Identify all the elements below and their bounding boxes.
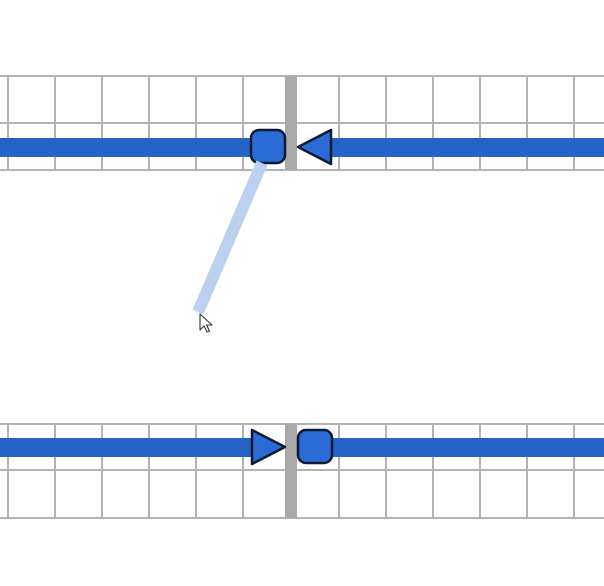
bottom-track-right[interactable]	[330, 438, 604, 457]
bottom-timeline	[0, 423, 604, 519]
top-square-node-icon[interactable]	[249, 128, 287, 165]
bottom-square-node-icon[interactable]	[296, 428, 334, 465]
top-track-right[interactable]	[328, 138, 604, 157]
drag-connection-line	[192, 160, 268, 315]
top-triangle-left-marker-icon[interactable]	[296, 128, 333, 166]
mouse-pointer-icon	[199, 313, 213, 333]
bottom-triangle-right-marker-icon[interactable]	[250, 428, 287, 466]
top-track-left[interactable]	[0, 138, 252, 157]
top-timeline	[0, 75, 604, 171]
top-playhead[interactable]	[285, 76, 297, 170]
bottom-playhead[interactable]	[285, 424, 297, 518]
bottom-track-left[interactable]	[0, 438, 254, 457]
